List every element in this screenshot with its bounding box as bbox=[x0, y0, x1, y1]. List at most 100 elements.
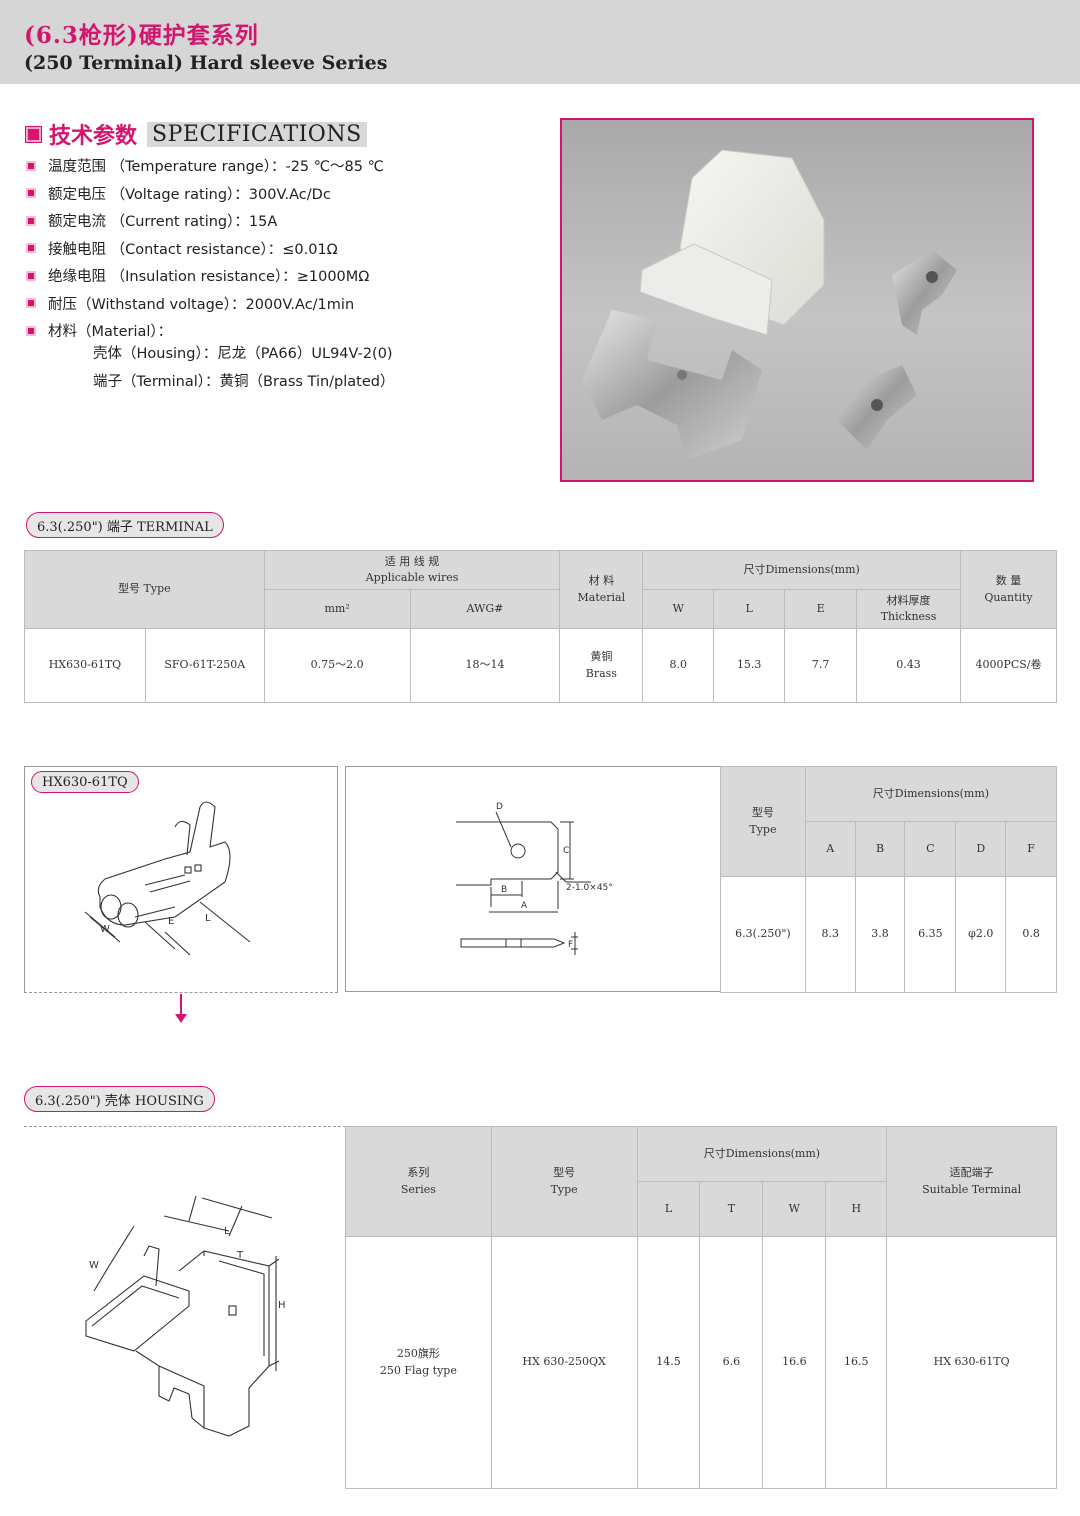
header-title-cn: (6.3枪形)硬护套系列 bbox=[24, 22, 259, 49]
cell-hw: 16.6 bbox=[762, 1236, 827, 1489]
dim-housing-h: H bbox=[278, 1300, 286, 1311]
product-photo bbox=[560, 118, 1034, 482]
spec-item: 绝缘电阻 （Insulation resistance）：≥1000MΩ bbox=[26, 262, 384, 290]
col-header-w: W bbox=[642, 589, 715, 629]
table-row: HX630-61TQ SFO-61T-250A 0.75～2.0 18～14 黄… bbox=[24, 628, 1058, 703]
cell-type2: SFO-61T-250A bbox=[144, 628, 265, 703]
cell-w: 8.0 bbox=[642, 628, 715, 703]
dim-c: C bbox=[563, 846, 569, 856]
cell-ht: 6.6 bbox=[699, 1236, 764, 1489]
spec-item: 温度范围 （Temperature range）：-25 ℃～85 ℃ bbox=[26, 152, 384, 180]
square-bullet-icon bbox=[26, 270, 36, 281]
header-title-en: (250 Terminal) Hard sleeve Series bbox=[24, 52, 388, 74]
square-bullet-icon bbox=[26, 215, 36, 226]
spec-item: 耐压（Withstand voltage）：2000V.Ac/1min bbox=[26, 290, 384, 318]
square-bullet-icon bbox=[26, 126, 41, 142]
cell-type1: HX630-61TQ bbox=[24, 628, 146, 703]
dim-chamfer: 2-1.0×45° bbox=[566, 883, 613, 893]
table-row: 6.3(.250") 8.3 3.8 6.35 φ2.0 0.8 bbox=[720, 876, 1057, 993]
material-terminal: 端子（Terminal）：黄铜（Brass Tin/plated） bbox=[93, 374, 395, 390]
col-header-b: B bbox=[854, 821, 906, 877]
specs-title-cn: 技术参数 bbox=[49, 124, 138, 149]
down-arrow-icon bbox=[180, 994, 182, 1016]
col-header-hh: H bbox=[825, 1181, 888, 1237]
cell-l: 15.3 bbox=[713, 628, 786, 703]
header-band: (6.3枪形)硬护套系列 (250 Terminal) Hard sleeve … bbox=[0, 0, 1080, 84]
down-arrow-head-icon bbox=[175, 1014, 187, 1023]
col-header-hw: W bbox=[762, 1181, 827, 1237]
dim-b: B bbox=[501, 885, 507, 895]
col-header-d: D bbox=[955, 821, 1007, 877]
cell-b: 3.8 bbox=[854, 876, 906, 993]
col-header-dimensions: 尺寸Dimensions(mm) bbox=[642, 550, 961, 590]
cell-e: 7.7 bbox=[784, 628, 858, 703]
dim-l: L bbox=[205, 913, 211, 924]
dim-housing-t: T bbox=[236, 1250, 244, 1261]
dashed-divider bbox=[24, 1126, 346, 1127]
square-bullet-icon bbox=[26, 243, 36, 254]
dim-housing-l: L bbox=[224, 1226, 230, 1237]
cell-hl: 14.5 bbox=[636, 1236, 701, 1489]
col-header-hl: L bbox=[636, 1181, 701, 1237]
cell-mm2: 0.75～2.0 bbox=[263, 628, 411, 703]
col-header-awg: AWG# bbox=[409, 589, 561, 629]
col-header-f: F bbox=[1005, 821, 1057, 877]
dim-w: W bbox=[100, 924, 110, 935]
square-bullet-icon bbox=[26, 188, 36, 199]
tab-drawing: D C B A 2-1.0×45° F bbox=[456, 802, 613, 955]
drawing-panel-label: HX630-61TQ bbox=[31, 771, 139, 793]
dashed-divider bbox=[24, 992, 338, 993]
col-header-tab-dims: 尺寸Dimensions(mm) bbox=[804, 766, 1058, 822]
specs-heading: 技术参数 SPECIFICATIONS bbox=[26, 118, 367, 150]
dim-e: E bbox=[168, 916, 174, 927]
spec-item: 材料（Material）： bbox=[26, 317, 384, 345]
cell-tab-type: 6.3(.250") bbox=[720, 876, 806, 993]
col-header-c: C bbox=[904, 821, 957, 877]
col-header-e: E bbox=[784, 589, 858, 629]
cell-awg: 18～14 bbox=[409, 628, 561, 703]
spec-item: 额定电压 （Voltage rating）：300V.Ac/Dc bbox=[26, 180, 384, 208]
cell-housing-type: HX 630-250QX bbox=[490, 1236, 638, 1489]
cell-quantity: 4000PCS/卷 bbox=[959, 628, 1058, 703]
spec-list: 温度范围 （Temperature range）：-25 ℃～85 ℃ 额定电压… bbox=[26, 152, 384, 345]
square-bullet-icon bbox=[26, 160, 36, 171]
housing-section-label: 6.3(.250") 壳体 HOUSING bbox=[24, 1086, 215, 1112]
spec-item: 额定电流 （Current rating）：15A bbox=[26, 207, 384, 235]
col-header-ht: T bbox=[699, 1181, 764, 1237]
dim-a: A bbox=[521, 901, 528, 911]
terminal-drawing: W E L bbox=[84, 801, 251, 956]
dim-f: F bbox=[568, 940, 573, 950]
col-header-a: A bbox=[804, 821, 856, 877]
square-bullet-icon bbox=[26, 298, 36, 309]
spec-item: 接触电阻 （Contact resistance）：≤0.01Ω bbox=[26, 235, 384, 263]
cell-thickness: 0.43 bbox=[856, 628, 961, 703]
cell-c: 6.35 bbox=[904, 876, 957, 993]
housing-drawing: L T W H bbox=[85, 1195, 286, 1437]
cell-f: 0.8 bbox=[1005, 876, 1057, 993]
terminal-section-label: 6.3(.250") 端子 TERMINAL bbox=[26, 512, 224, 538]
cell-d: φ2.0 bbox=[955, 876, 1007, 993]
dim-d: D bbox=[496, 802, 503, 812]
terminal-drawing-panel: W E L HX630-61TQ bbox=[24, 766, 338, 992]
cell-a: 8.3 bbox=[804, 876, 856, 993]
cell-suitable: HX 630-61TQ bbox=[886, 1236, 1057, 1489]
specs-title-en: SPECIFICATIONS bbox=[147, 121, 367, 147]
cell-hh: 16.5 bbox=[825, 1236, 888, 1489]
housing-drawing-area: L T W H bbox=[24, 1126, 346, 1488]
square-bullet-icon bbox=[26, 325, 36, 336]
dim-housing-w: W bbox=[89, 1260, 99, 1271]
material-housing: 壳体（Housing）：尼龙（PA66）UL94V-2(0) bbox=[93, 346, 393, 362]
